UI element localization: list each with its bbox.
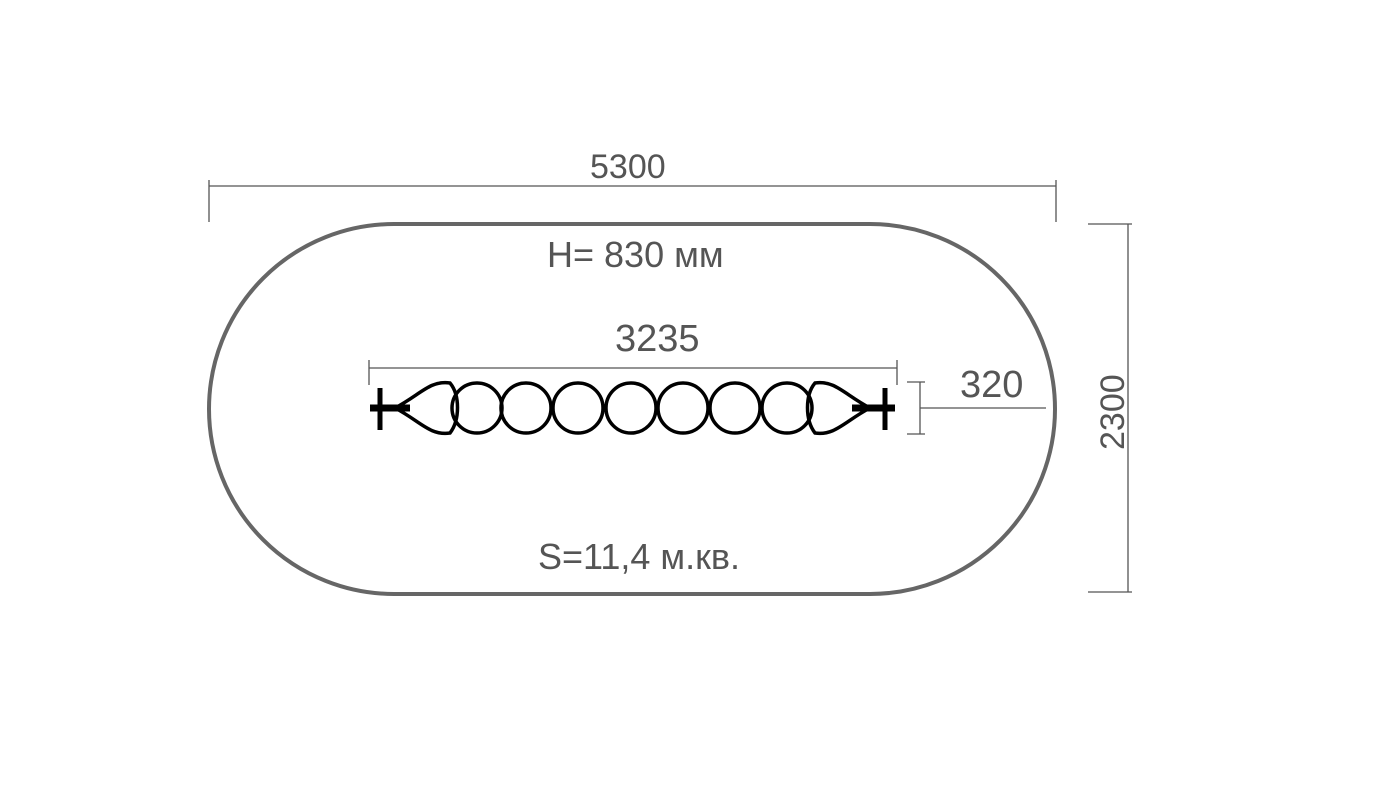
right-end-segment xyxy=(805,380,874,436)
dimension-3235 xyxy=(368,360,898,385)
ring-segment xyxy=(450,381,504,435)
safety-zone-outline xyxy=(207,222,1057,596)
dimension-label-length: 5300 xyxy=(590,148,666,186)
dimension-2300 xyxy=(1088,223,1132,593)
left-end-segment xyxy=(391,380,460,436)
dimension-label-equipment-length: 3235 xyxy=(615,318,700,360)
ring-segment xyxy=(499,381,553,435)
dimension-label-equipment-width: 320 xyxy=(960,364,1024,406)
dimension-5300 xyxy=(208,180,1057,222)
balance-beam-equipment xyxy=(370,380,895,436)
height-label: H= 830 мм xyxy=(547,234,724,275)
ring-segment xyxy=(551,381,605,435)
ring-segment xyxy=(708,381,762,435)
area-label: S=11,4 м.кв. xyxy=(538,536,741,577)
dimension-320 xyxy=(907,381,1046,435)
ring-segment xyxy=(656,381,710,435)
dimension-label-width: 2300 xyxy=(1094,374,1132,450)
ring-segment xyxy=(760,381,814,435)
ring-segment xyxy=(604,381,658,435)
